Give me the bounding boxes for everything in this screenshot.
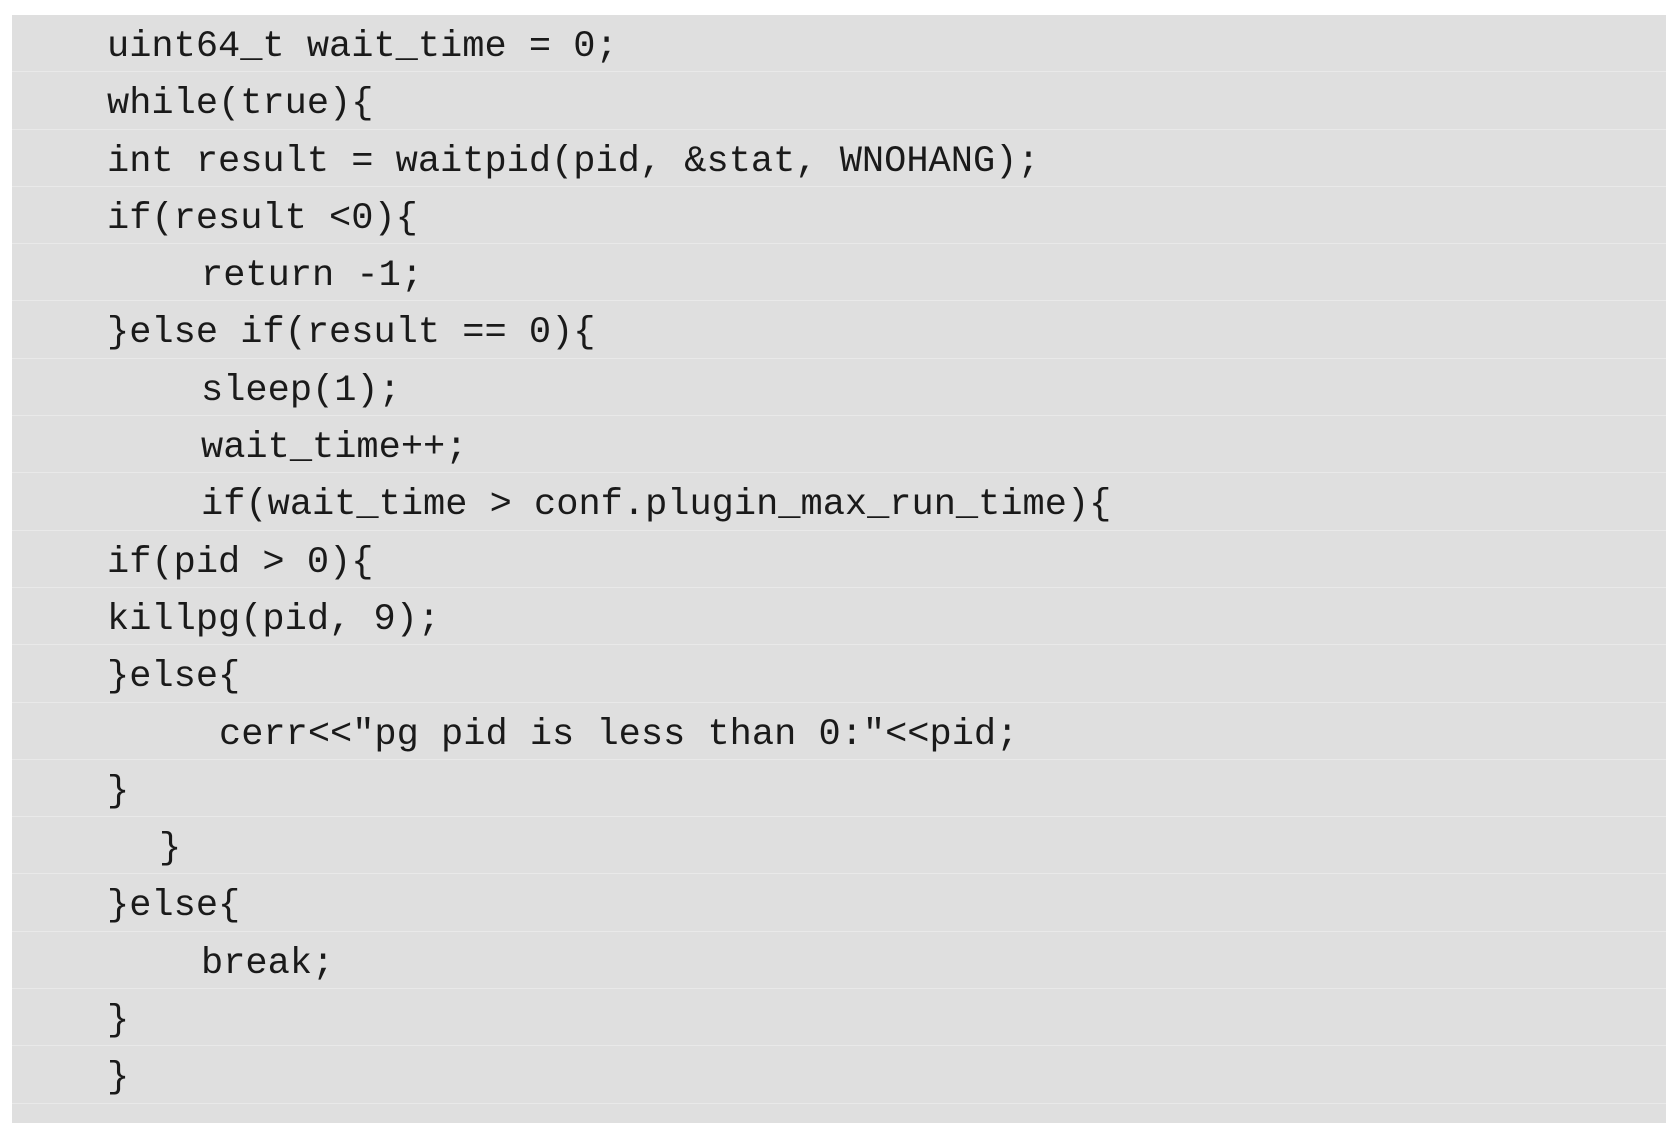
code-line-text: return -1; [201, 255, 424, 298]
code-line-text: } [107, 770, 130, 813]
code-line: }else{ [12, 874, 1666, 932]
code-line: while(true){ [12, 72, 1666, 130]
code-line-text: } [107, 1000, 130, 1043]
code-line-text: break; [201, 942, 335, 985]
code-line-text: cerr<<"pg pid is less than 0:"<<pid; [219, 713, 1019, 756]
code-line-text: killpg(pid, 9); [107, 598, 441, 641]
code-line: }else{ [12, 645, 1666, 703]
code-line-text: }else{ [107, 885, 241, 928]
code-line: killpg(pid, 9); [12, 588, 1666, 646]
code-line: wait_time++; [12, 416, 1666, 474]
code-line: int result = waitpid(pid, &stat, WNOHANG… [12, 130, 1666, 187]
code-block: uint64_t wait_time = 0; while(true){ int r… [12, 15, 1666, 1123]
code-line-text: if(wait_time > conf.plugin_max_run_time)… [201, 484, 1112, 527]
code-line-text: while(true){ [107, 83, 374, 126]
code-line-text: if(pid > 0){ [107, 541, 374, 584]
code-line: } [12, 1046, 1666, 1104]
code-line: }else if(result == 0){ [12, 301, 1666, 359]
code-line: return -1; [12, 244, 1666, 302]
code-line-text: wait_time++; [201, 427, 468, 470]
code-line: } [12, 817, 1666, 875]
code-line: break; [12, 932, 1666, 990]
code-line: uint64_t wait_time = 0; [12, 15, 1666, 73]
code-line-text: if(result <0){ [107, 197, 418, 240]
code-line: if(wait_time > conf.plugin_max_run_time)… [12, 473, 1666, 531]
code-line-text: sleep(1); [201, 369, 401, 412]
code-line-text: int result = waitpid(pid, &stat, WNOHANG… [107, 140, 1040, 183]
code-line-text: }else if(result == 0){ [107, 312, 596, 355]
code-line: sleep(1); [12, 359, 1666, 417]
code-line-text: uint64_t wait_time = 0; [107, 26, 618, 68]
code-line-text: } [107, 1057, 130, 1100]
code-line: cerr<<"pg pid is less than 0:"<<pid; [12, 703, 1666, 760]
code-line: } [12, 989, 1666, 1047]
code-line-text: }else{ [107, 656, 241, 699]
code-line: if(pid > 0){ [12, 531, 1666, 588]
code-line-text: } [159, 828, 182, 871]
code-line: if(result <0){ [12, 187, 1666, 245]
code-line: } [12, 760, 1666, 818]
